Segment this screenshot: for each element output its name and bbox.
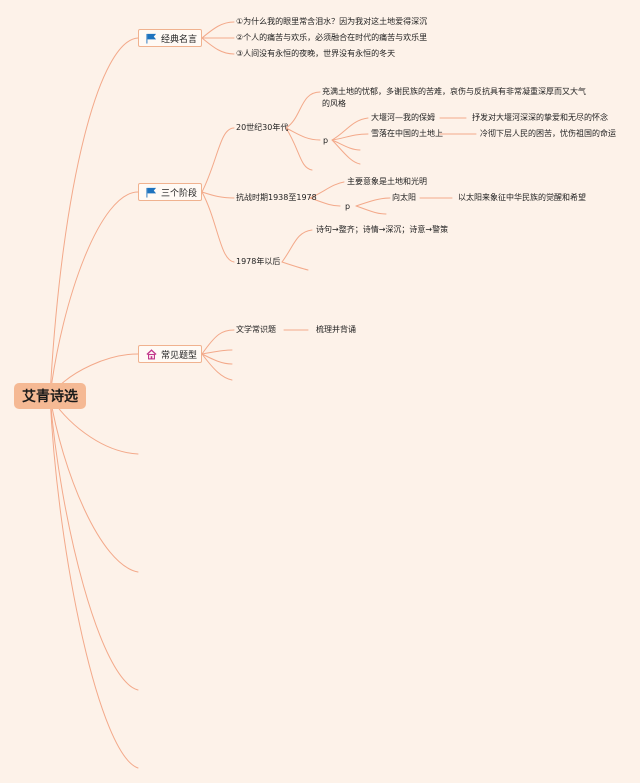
stage-1-p[interactable]: p xyxy=(323,136,329,145)
stage-1-poem-2-title[interactable]: 雪落在中国的土地上 xyxy=(371,129,443,138)
connector-qt-empty-1 xyxy=(201,349,233,355)
branch-question-types[interactable]: 常见题型 xyxy=(138,345,202,363)
connector-quote-3 xyxy=(201,37,235,55)
stage-2-desc[interactable]: 主要意象是土地和光明 xyxy=(347,177,427,186)
stage-2-label[interactable]: 抗战时期1938至1978 xyxy=(236,193,317,202)
branch-stages[interactable]: 三个阶段 xyxy=(138,183,202,201)
quote-3[interactable]: ③人间没有永恒的夜晚，世界没有永恒的冬天 xyxy=(236,49,396,58)
stage-1-desc[interactable]: 充满土地的忧郁，多谢民族的苦难，哀伤与反抗具有非常凝重深厚而又大气的风格 xyxy=(322,87,586,108)
connector-p-poem-2 xyxy=(331,133,369,141)
connector-s1-empty xyxy=(285,127,313,171)
connector-root-empty-4 xyxy=(49,395,139,769)
connector-p-empty-1 xyxy=(331,139,361,151)
quote-1[interactable]: ①为什么我的眼里常含泪水？因为我对这土地爱得深沉 xyxy=(236,17,428,26)
root-node[interactable]: 艾青诗选 xyxy=(14,383,86,409)
connector-s3-desc xyxy=(281,229,313,263)
connector-s1-desc xyxy=(285,91,321,129)
connector-p-empty-2 xyxy=(331,139,361,165)
stage-1-poem-1-title[interactable]: 大堰河—我的保姆 xyxy=(371,113,435,122)
stage-1-poem-1-note[interactable]: 抒发对大堰河深深的挚爱和无尽的怀念 xyxy=(472,113,608,122)
connector-s2-p-empty xyxy=(355,205,387,215)
connector-stage-1 xyxy=(201,127,235,193)
connector-root-quotes xyxy=(49,37,139,397)
stage-2-poem-note[interactable]: 以太阳来象征中华民族的觉醒和希望 xyxy=(458,193,586,202)
connector-quote-1 xyxy=(201,21,235,39)
connector-s2-p-sun xyxy=(355,197,391,207)
connector-root-empty-2 xyxy=(49,395,139,573)
connector-qt-empty-3 xyxy=(201,353,233,381)
stage-3-label[interactable]: 1978年以后 xyxy=(236,257,281,266)
branch-quotes-label: 经典名言 xyxy=(161,34,198,45)
house-icon xyxy=(146,348,157,359)
connector-s2-desc xyxy=(309,181,345,199)
connector-qt-item xyxy=(201,329,235,355)
branch-stages-label: 三个阶段 xyxy=(161,188,198,199)
connector-stage-2 xyxy=(201,191,235,199)
connector-p-poem-1 xyxy=(331,117,369,141)
connector-qt-empty-2 xyxy=(201,353,233,365)
flag-icon xyxy=(146,187,157,198)
stage-2-poem-title[interactable]: 向太阳 xyxy=(392,193,416,202)
branch-question-types-label: 常见题型 xyxy=(161,350,198,361)
flag-icon xyxy=(146,33,157,44)
stage-1-poem-2-note[interactable]: 冷彻下层人民的困苦，忧伤祖国的命运 xyxy=(480,129,616,138)
stage-2-p[interactable]: p xyxy=(345,202,351,211)
question-type-item-note[interactable]: 梳理并背诵 xyxy=(316,325,356,334)
question-type-item[interactable]: 文学常识题 xyxy=(236,325,276,334)
stage-3-desc[interactable]: 诗句→整齐；诗情→深沉；诗意→警策 xyxy=(316,225,449,234)
stage-1-label[interactable]: 20世纪30年代 xyxy=(236,123,289,132)
quote-2[interactable]: ②个人的痛苦与欢乐，必须融合在时代的痛苦与欢乐里 xyxy=(236,33,428,42)
root-label: 艾青诗选 xyxy=(22,389,78,405)
connector-s2-p xyxy=(309,197,341,207)
connector-s1-p xyxy=(285,127,321,141)
connector-stage-3 xyxy=(201,191,235,263)
connector-root-stages xyxy=(49,191,139,397)
connector-s3-empty xyxy=(281,261,309,271)
branch-quotes[interactable]: 经典名言 xyxy=(138,29,202,47)
connector-root-empty-3 xyxy=(49,395,139,691)
